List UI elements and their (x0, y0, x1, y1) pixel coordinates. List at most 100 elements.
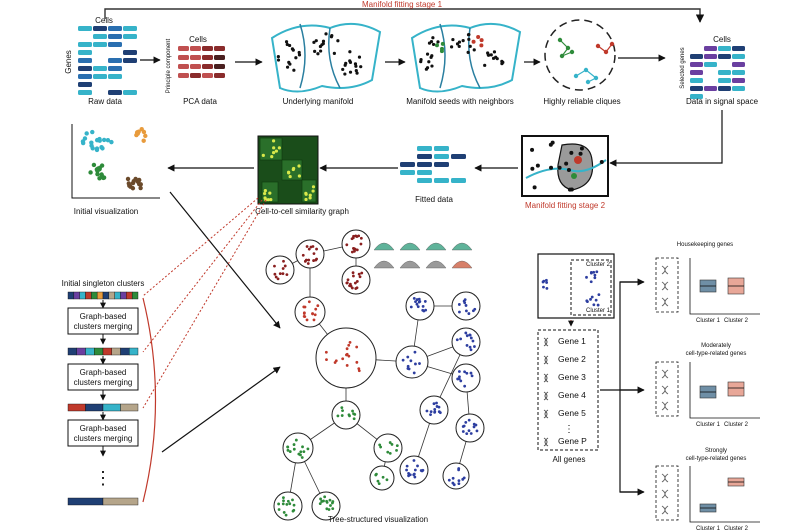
seeds-caption: Manifold seeds with neighbors (406, 97, 514, 106)
matrix-cell (434, 170, 449, 175)
manifold-point (357, 55, 362, 59)
seed-neighbor (434, 43, 439, 48)
dna-icon (661, 369, 669, 379)
dna-icon (543, 373, 549, 383)
gene-label: Gene 1 (558, 336, 586, 346)
matrix-cell (202, 46, 213, 51)
manifold-point (330, 34, 334, 38)
dna-icon (661, 473, 669, 483)
distribution-curve (425, 242, 447, 251)
seed-point (431, 42, 436, 47)
seed-point (424, 67, 428, 71)
matrix-cell (93, 74, 107, 79)
tree-node-point (350, 286, 354, 290)
matrix-cell (704, 94, 717, 99)
tree-node-point (357, 272, 361, 276)
matrix-cell (202, 55, 213, 60)
tree-node (265, 255, 295, 285)
tree-node-point (465, 344, 469, 347)
cluster-segment (111, 347, 121, 356)
tree-node-point (324, 350, 328, 354)
clique-node (565, 45, 571, 51)
manifold-point (348, 60, 353, 64)
tree-node-point (305, 318, 309, 322)
tree-node-point (300, 456, 304, 459)
tree-node-point (464, 309, 468, 313)
manifold-point (344, 61, 348, 65)
stage2-points (530, 140, 604, 192)
tree-node-point (429, 410, 433, 413)
pca-caption: PCA data (183, 97, 217, 106)
initial-vis-points (80, 127, 148, 191)
matrix-cell (451, 178, 466, 183)
distribution-curve (451, 260, 473, 269)
merge-label-1: Graph-based (80, 424, 127, 433)
similarity-block: Cell-to-cell similarity graph (255, 135, 349, 216)
matrix-cell (690, 94, 703, 99)
tree-node-point (292, 443, 296, 446)
tree-node-point (285, 502, 289, 506)
fitted-matrix (400, 146, 466, 183)
init-point-teal (84, 131, 89, 136)
matrix-cell (108, 50, 122, 55)
manifold-point (321, 39, 326, 43)
matrix-cell (108, 26, 122, 31)
tree-node-point (311, 312, 314, 316)
tree-node-point (345, 281, 349, 285)
tree-node-point (412, 473, 416, 477)
manifold-point (313, 49, 317, 53)
seed-point (430, 54, 434, 58)
tree-node-point (355, 280, 359, 283)
matrix-cell (704, 54, 717, 59)
tree-node (451, 327, 481, 357)
tree-node-point (325, 499, 328, 503)
manifold-point (324, 32, 328, 36)
tree-node-point (282, 511, 286, 514)
similarity-cell (261, 153, 265, 157)
boxplot-cluster2-label: Cluster 2 (724, 318, 749, 324)
matrix-cell (451, 170, 466, 175)
tree-node-point (325, 507, 329, 511)
tree-node-point (471, 309, 475, 313)
raw-data-genes-label: Genes (64, 50, 73, 74)
matrix-cell (78, 34, 92, 39)
tree-node-point (468, 333, 472, 337)
tree-node-point (299, 450, 303, 454)
cluster-segment (102, 291, 110, 300)
similarity-matrix (259, 137, 317, 203)
tree-node-point (318, 502, 322, 506)
tree-node-point (345, 364, 349, 367)
manifold-point (291, 48, 295, 52)
matrix-cell (123, 66, 137, 71)
tree-node-point (376, 479, 380, 483)
similarity-cell (270, 155, 274, 159)
tree-node-point (331, 507, 335, 511)
moderate-caption-1: Moderately (701, 343, 731, 349)
tree-node-point (463, 301, 467, 305)
init-point-brown (126, 181, 132, 186)
merge-box (67, 419, 139, 447)
stage2-point (569, 187, 574, 192)
gene-panel-point (589, 297, 592, 301)
matrix-cell (93, 42, 107, 47)
dna-icon (543, 437, 549, 447)
pca-cells-label: Cells (189, 35, 207, 44)
clique-node (557, 37, 563, 43)
tree-node-point (467, 418, 471, 422)
arrow-graph-tree (169, 191, 281, 329)
raw-data-caption: Raw data (88, 97, 122, 106)
tree-node-point (352, 417, 356, 421)
tree-node (373, 433, 403, 463)
similarity-cell (291, 167, 295, 172)
seed-neighbor (471, 39, 476, 44)
tree-node-point (327, 508, 331, 511)
clique-node (569, 49, 575, 55)
distribution-curve (399, 242, 421, 251)
stage2-highlight-green (571, 173, 577, 179)
signal-genes-label: Selected genes (680, 47, 686, 88)
tree-node-point (274, 275, 278, 279)
tree-node-point (358, 275, 362, 279)
matrix-cell (93, 82, 107, 87)
stage2-point (566, 167, 571, 172)
tree-node-point (459, 379, 463, 383)
